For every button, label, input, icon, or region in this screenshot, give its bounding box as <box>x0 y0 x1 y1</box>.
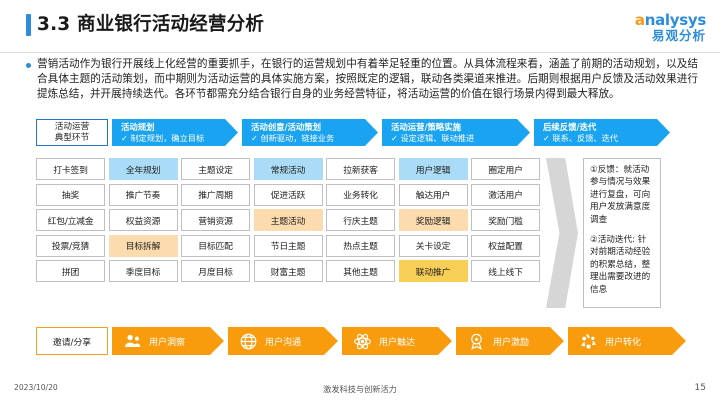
logo-wordmark-rest: nalysys <box>644 11 707 29</box>
footer-tagline: 激发科技与创新活力 <box>323 384 397 394</box>
bullet-icon <box>26 63 31 68</box>
matrix-cell[interactable]: 热点主题 <box>326 234 395 257</box>
matrix-cell[interactable]: 主题活动 <box>253 209 323 231</box>
matrix-cell[interactable]: 常规活动 <box>253 158 323 180</box>
matrix-cell[interactable]: 季度目标 <box>108 260 178 282</box>
analysys-logo: analysys 易观分析 <box>635 12 706 43</box>
matrix-cell[interactable]: 线上线下 <box>471 260 540 282</box>
matrix-cell[interactable]: 联动推广 <box>398 260 468 282</box>
footer-page-number: 15 <box>694 383 706 393</box>
matrix-cell[interactable]: 全年规划 <box>108 158 178 180</box>
matrix-cell[interactable]: 行庆主题 <box>326 209 395 231</box>
phase-arrow-1-title: 活动规划 <box>121 122 155 132</box>
matrix-cell[interactable]: 月度目标 <box>181 260 250 282</box>
matrix-cell[interactable]: 投票/竞猜 <box>36 234 105 257</box>
award-medal-icon <box>467 332 486 351</box>
journey-step-5-label: 用户转化 <box>605 337 642 348</box>
phase-header-first-line1: 活动运营 <box>54 121 90 132</box>
matrix-cell[interactable]: 奖励门槛 <box>471 209 540 231</box>
page-title: 3.3 商业银行活动经营分析 <box>26 14 264 36</box>
phase-arrow-4-sub: ✓ 联系、反馈、迭代 <box>543 133 618 143</box>
footer: 2023/10/20 激发科技与创新活力 15 <box>0 383 720 397</box>
matrix-cell[interactable]: 营销资源 <box>181 209 250 231</box>
activity-matrix-grid: 打卡签到全年规划主题设定常规活动拉新获客用户逻辑圈定用户抽奖推广节奏推广周期促进… <box>36 158 544 286</box>
matrix-cell[interactable]: 红包/立减金 <box>36 209 105 231</box>
matrix-cell[interactable]: 激活用户 <box>471 183 540 206</box>
journey-step-2-label: 用户沟通 <box>265 337 302 348</box>
phase-arrow-2-sub: ✓ 创新驱动，链接业务 <box>251 133 335 143</box>
bottom-journey-band: 邀请/分享 用户洞察 用户沟通 <box>36 327 686 355</box>
phase-arrow-3-title: 活动运营/策略实施 <box>391 122 462 132</box>
phase-header-first-cell: 活动运营 典型环节 <box>36 119 108 146</box>
globe-icon <box>239 332 258 351</box>
table-row: 抽奖推广节奏推广周期促进活跃业务转化触达用户激活用户 <box>36 183 544 206</box>
matrix-cell[interactable]: 权益资源 <box>108 209 178 231</box>
matrix-cell[interactable]: 其他主题 <box>326 260 395 282</box>
matrix-cell[interactable]: 促进活跃 <box>253 183 323 206</box>
journey-step-4-label: 用户激励 <box>493 337 530 348</box>
logo-subtitle: 易观分析 <box>651 28 706 43</box>
journey-step-1: 用户洞察 <box>112 327 224 355</box>
table-row: 投票/竞猜目标拆解目标匹配节日主题热点主题关卡设定权益配置 <box>36 234 544 257</box>
feedback-paragraph-1: ①反馈：就活动参与情况与效果进行复盘，可向用户发放满意度调查 <box>590 165 651 225</box>
matrix-cell[interactable]: 圈定用户 <box>471 158 540 180</box>
intro-paragraph: 营销活动作为银行开展线上化经营的重要抓手，在银行的运营规划中有着举足轻重的位置。… <box>26 57 698 103</box>
journey-step-1-label: 用户洞察 <box>149 337 186 348</box>
matrix-cell[interactable]: 节日主题 <box>253 234 323 257</box>
journey-step-2: 用户沟通 <box>228 327 338 355</box>
footer-date: 2023/10/20 <box>14 383 58 392</box>
grey-chevron-icon <box>546 158 578 308</box>
phase-arrow-3: 活动运营/策略实施 ✓ 设定逻辑、联动推进 <box>382 119 530 146</box>
table-row: 打卡签到全年规划主题设定常规活动拉新获客用户逻辑圈定用户 <box>36 158 544 180</box>
table-row: 红包/立减金权益资源营销资源主题活动行庆主题奖励逻辑奖励门槛 <box>36 209 544 231</box>
phase-arrow-2: 活动创意/活动策划 ✓ 创新驱动，链接业务 <box>242 119 378 146</box>
recycle-icon <box>579 332 598 351</box>
matrix-cell[interactable]: 奖励逻辑 <box>398 209 468 231</box>
phase-arrow-4: 后续反馈/迭代 ✓ 联系、反馈、迭代 <box>534 119 670 146</box>
phase-arrow-1: 活动规划 ✓ 制定规划，确立目标 <box>112 119 238 146</box>
logo-wordmark: analysys <box>635 12 706 28</box>
title-accent-bar <box>26 14 31 36</box>
matrix-cell[interactable]: 打卡签到 <box>36 158 105 180</box>
feedback-gap <box>590 226 654 234</box>
table-row: 拼团季度目标月度目标财富主题其他主题联动推广线上线下 <box>36 260 544 282</box>
logo-letter-a: a <box>634 11 645 29</box>
matrix-cell[interactable]: 业务转化 <box>326 183 395 206</box>
phase-arrow-3-sub: ✓ 设定逻辑、联动推进 <box>391 133 475 143</box>
matrix-cell[interactable]: 拼团 <box>36 260 105 282</box>
journey-step-3: 用户触达 <box>342 327 452 355</box>
phase-header-row: 活动运营 典型环节 活动规划 ✓ 制定规划，确立目标 活动创意/活动策划 ✓ 创… <box>36 119 670 146</box>
title-text: 3.3 商业银行活动经营分析 <box>37 14 265 35</box>
phase-arrow-4-title: 后续反馈/迭代 <box>543 122 597 132</box>
journey-step-4: 用户激励 <box>456 327 564 355</box>
users-icon <box>123 332 142 351</box>
matrix-cell[interactable]: 目标拆解 <box>108 234 178 257</box>
matrix-cell[interactable]: 主题设定 <box>181 158 250 180</box>
journey-step-5: 用户转化 <box>568 327 686 355</box>
header-divider <box>0 52 720 53</box>
phase-arrow-1-sub: ✓ 制定规划，确立目标 <box>121 133 205 143</box>
matrix-cell[interactable]: 目标匹配 <box>181 234 250 257</box>
phase-header-first-line2: 典型环节 <box>54 132 90 143</box>
journey-step-3-label: 用户触达 <box>379 337 416 348</box>
matrix-cell[interactable]: 用户逻辑 <box>398 158 468 180</box>
matrix-cell[interactable]: 触达用户 <box>398 183 468 206</box>
atom-icon <box>353 332 372 351</box>
phase-arrow-2-title: 活动创意/活动策划 <box>251 122 322 132</box>
matrix-cell[interactable]: 推广周期 <box>181 183 250 206</box>
matrix-cell[interactable]: 拉新获客 <box>326 158 395 180</box>
feedback-panel: ①反馈：就活动参与情况与效果进行复盘，可向用户发放满意度调查 ②活动迭代: 针对… <box>583 158 661 308</box>
matrix-cell[interactable]: 财富主题 <box>253 260 323 282</box>
intro-text: 营销活动作为银行开展线上化经营的重要抓手，在银行的运营规划中有着举足轻重的位置。… <box>37 58 698 101</box>
matrix-cell[interactable]: 权益配置 <box>471 234 540 257</box>
matrix-cell[interactable]: 抽奖 <box>36 183 105 206</box>
feedback-paragraph-2: ②活动迭代: 针对前期活动经验的积累总结，整理出需要改进的信息 <box>590 235 651 295</box>
matrix-cell[interactable]: 关卡设定 <box>398 234 468 257</box>
matrix-cell[interactable]: 推广节奏 <box>108 183 178 206</box>
bottom-first-cell: 邀请/分享 <box>36 327 108 355</box>
